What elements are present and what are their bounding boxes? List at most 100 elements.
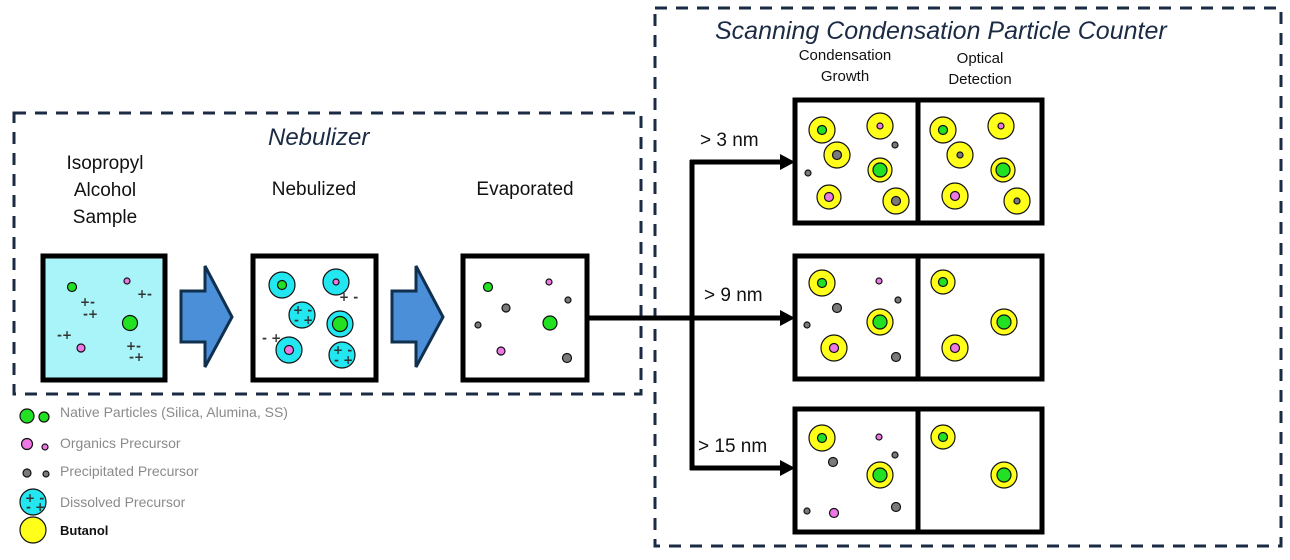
ion-charge-mark: -+ [57,328,72,342]
arrowhead-3nm [780,154,795,170]
precipitated-precursor-particle [956,151,964,159]
column-header-line: Condensation [798,47,892,64]
legend-organics-large-icon [20,437,34,451]
precipitated-precursor-particle [561,352,573,364]
nebulizer-title: Nebulizer [268,124,370,151]
native-particle [996,467,1012,483]
ion-charge-mark: -+ [129,350,144,364]
legend-organics-small-icon [41,443,49,451]
legend-label: Native Particles (Silica, Alumina, SS) [60,404,288,420]
size-cut-label-9nm: > 9 nm [704,285,763,306]
native-particle [872,162,888,178]
ion-charge-mark: - + [334,353,353,367]
ion-charge-mark: +- [137,287,152,301]
precipitated-precursor-particle [890,195,902,207]
ion-charge-mark: + - [339,290,358,304]
stage-label-evaporated: Evaporated [450,176,600,203]
legend-precipitated-large-icon [22,468,32,478]
organics-precursor-particle [823,191,835,203]
precipitated-precursor-particle [804,169,812,177]
legend-label: Dissolved Precursor [60,494,186,510]
size-cut-label-15nm: > 15 nm [698,436,768,457]
stage-label-line: Isopropyl [66,153,144,174]
ion-charge-mark: -+ [83,307,98,321]
organics-precursor-particle [876,122,884,130]
stage-label-line: Evaporated [476,179,574,200]
native-particle [331,315,349,333]
native-particle [482,281,494,293]
column-header-condensation: Condensation Growth [785,45,905,87]
process-arrow-2 [390,265,445,368]
ion-charge-mark: +- [80,295,95,309]
organics-precursor-particle [997,122,1005,130]
legend-native-small-icon [38,411,50,423]
native-particle [66,281,78,293]
arrowhead-15nm [780,460,795,476]
legend-label: Butanol [60,523,109,538]
legend-native-large-icon [19,408,35,424]
organics-precursor-particle [283,344,295,356]
stage-label-line: Nebulized [271,179,357,200]
organics-precursor-particle [545,278,553,286]
legend-label: Precipitated Precursor [60,463,199,479]
legend-symbols: + -- + [19,408,50,544]
organics-precursor-particle [949,342,961,354]
legend: Native Particles (Silica, Alumina, SS) O… [0,400,340,550]
legend-dissolved-icon [19,488,47,516]
precipitated-precursor-particle [891,141,899,149]
legend-butanol-icon [19,516,47,544]
native-particle [996,314,1012,330]
native-particle [872,467,888,483]
native-particle [816,277,828,289]
sample-box [40,253,168,383]
organics-precursor-particle [123,277,131,285]
scpc-group-box [653,6,1283,548]
process-arrow-1 [179,265,234,368]
organics-precursor-particle [76,343,86,353]
organics-precursor-particle [828,507,840,519]
organics-precursor-particle [828,342,840,354]
ion-charge-mark: - + [294,313,313,327]
precipitated-precursor-particle [831,302,843,314]
dissolved-precursor-droplet [328,341,356,369]
precipitated-precursor-particle [894,296,902,304]
stage-label-sample: Isopropyl Alcohol Sample [44,150,166,231]
ion-charge-mark: - + [262,331,281,345]
organics-precursor-particle [875,433,883,441]
precipitated-precursor-particle [564,296,572,304]
ion-charge-mark: +- [126,339,141,353]
precipitated-precursor-particle [803,507,811,515]
precipitated-precursor-particle [890,351,902,363]
legend-precipitated-small-icon [42,470,50,478]
precipitated-precursor-particle [827,456,839,468]
native-particle [276,279,288,291]
legend-label: Organics Precursor [60,435,181,451]
ion-charge-mark: + - [293,303,312,317]
organics-precursor-particle [875,277,883,285]
native-particle [816,124,828,136]
organics-precursor-particle [332,278,340,286]
stage-label-nebulized: Nebulized [244,176,384,203]
column-header-line: Optical [956,50,1004,67]
precipitated-precursor-particle [891,451,899,459]
native-particle [937,276,949,288]
precipitated-precursor-particle [890,501,902,513]
native-particle [816,432,828,444]
size-cut-label-3nm: > 3 nm [700,130,759,151]
column-header-optical: Optical Detection [918,48,1042,90]
precipitated-precursor-particle [803,321,811,329]
dissolved-precursor-droplet [288,301,316,329]
stage-label-line: Sample [72,207,138,228]
precipitated-precursor-particle [831,149,843,161]
precipitated-precursor-particle [501,303,511,313]
native-particle [542,315,558,331]
column-header-line: Detection [948,71,1012,88]
native-particle [937,431,949,443]
precipitated-precursor-particle [1013,197,1021,205]
organics-precursor-particle [496,346,506,356]
organics-precursor-particle [949,190,961,202]
ion-charge-mark: + - [333,343,352,357]
column-header-line: Growth [820,68,870,85]
